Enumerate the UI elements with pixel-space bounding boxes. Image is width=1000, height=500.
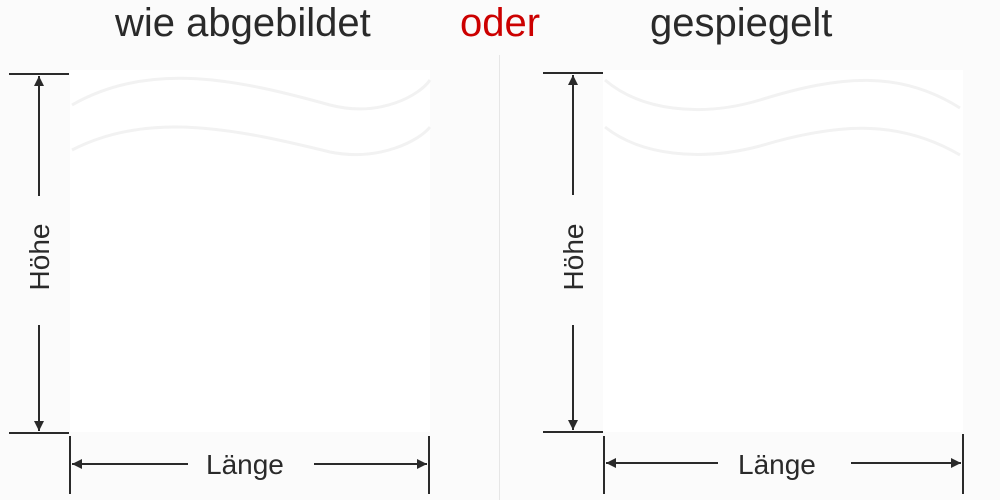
panel-divider [499,55,500,500]
title-mirrored: gespiegelt [650,1,833,45]
height-label-left: Höhe [24,223,55,291]
title-separator-or: oder [460,1,541,45]
title-as-shown: wie abgebildet [115,1,371,45]
wave-decoration-left [71,76,432,157]
height-label-right: Höhe [558,223,589,291]
wave-decoration-right [604,78,961,157]
length-label-right: Länge [738,449,816,480]
length-label-left: Länge [206,449,284,480]
panel-right-area [603,70,963,432]
